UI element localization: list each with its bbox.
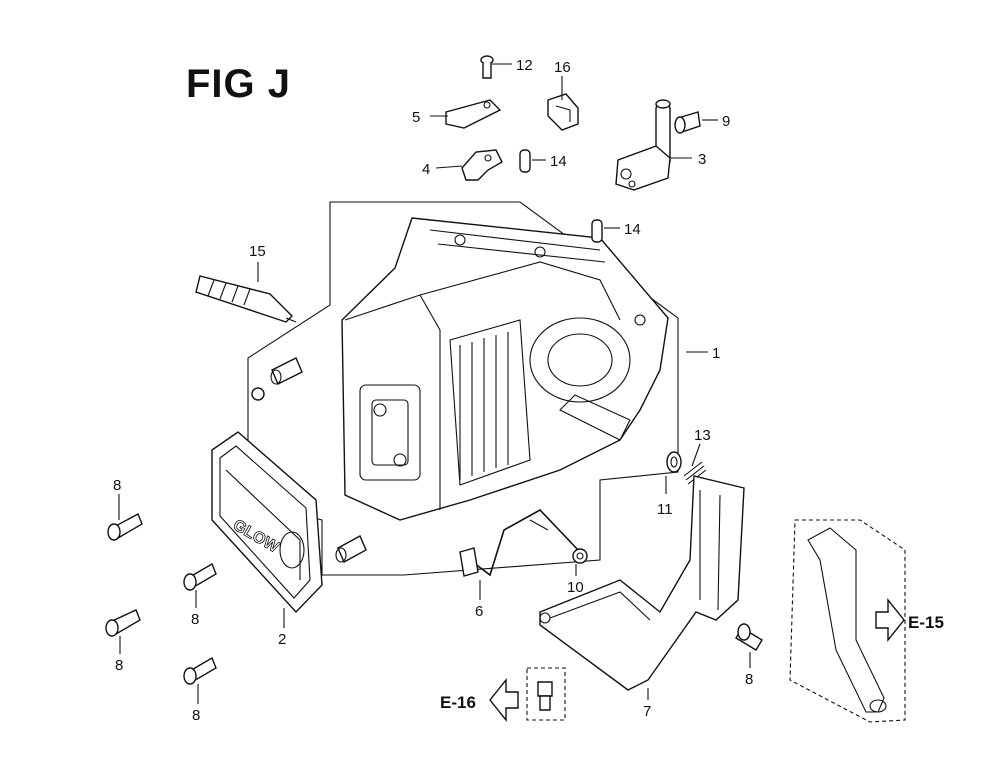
callout-10: 10 (567, 579, 584, 596)
washer-left (251, 387, 265, 401)
callout-4: 4 (422, 161, 430, 178)
callout-12: 12 (516, 57, 533, 74)
callout-3: 3 (698, 151, 706, 168)
callout-2: 2 (278, 631, 286, 648)
bolt-8-c (105, 609, 141, 637)
dowel-pin-left-lower (335, 535, 367, 563)
callout-9: 9 (722, 113, 730, 130)
assembly-outline (247, 201, 679, 576)
spark-plug (195, 275, 297, 323)
bolt-8-d (183, 656, 217, 685)
bolt-12 (480, 55, 494, 79)
reference-e16: E-16 (440, 693, 476, 712)
clip-16 (547, 93, 579, 131)
shroud-7 (539, 475, 745, 691)
callout-11: 11 (657, 501, 673, 518)
bolt-8-e (735, 623, 763, 651)
callout-15: 15 (249, 243, 266, 260)
head-cover: GLOW (211, 431, 323, 614)
reference-e15: E-15 (908, 613, 944, 632)
callout-14-lower: 14 (624, 221, 641, 238)
figure-title: FIG J (186, 62, 292, 106)
callout-1: 1 (712, 345, 720, 362)
callout-14-upper: 14 (550, 153, 567, 170)
leader-lines (118, 63, 751, 704)
arrow-right-e15 (875, 598, 905, 642)
breather-pipe-3 (615, 99, 671, 191)
plate-5 (445, 99, 502, 129)
callout-16: 16 (554, 59, 571, 76)
bolt-8-b (183, 562, 217, 591)
pin-14-upper (519, 149, 531, 173)
callout-8-d: 8 (192, 707, 200, 724)
dowel-pin-left-upper (270, 357, 303, 385)
nut-10 (572, 548, 588, 564)
callout-13: 13 (694, 427, 711, 444)
arrow-left-e16 (489, 678, 519, 722)
callout-5: 5 (412, 109, 420, 126)
bolt-8-a (107, 513, 143, 541)
callout-8-e: 8 (745, 671, 753, 688)
callout-8-c: 8 (115, 657, 123, 674)
callout-8-a: 8 (113, 477, 121, 494)
bolt-9 (674, 111, 701, 134)
callout-8-b: 8 (191, 611, 199, 628)
bracket-4 (461, 149, 503, 181)
cylinder-block (341, 217, 669, 521)
small-bolt-e16 (537, 681, 553, 711)
e16-reference-box (526, 667, 566, 721)
e15-reference-box (789, 519, 906, 723)
pin-14-lower (591, 219, 603, 243)
rod-6 (459, 509, 581, 577)
callout-6: 6 (475, 603, 483, 620)
callout-7: 7 (643, 703, 651, 720)
washer-11 (666, 451, 682, 473)
